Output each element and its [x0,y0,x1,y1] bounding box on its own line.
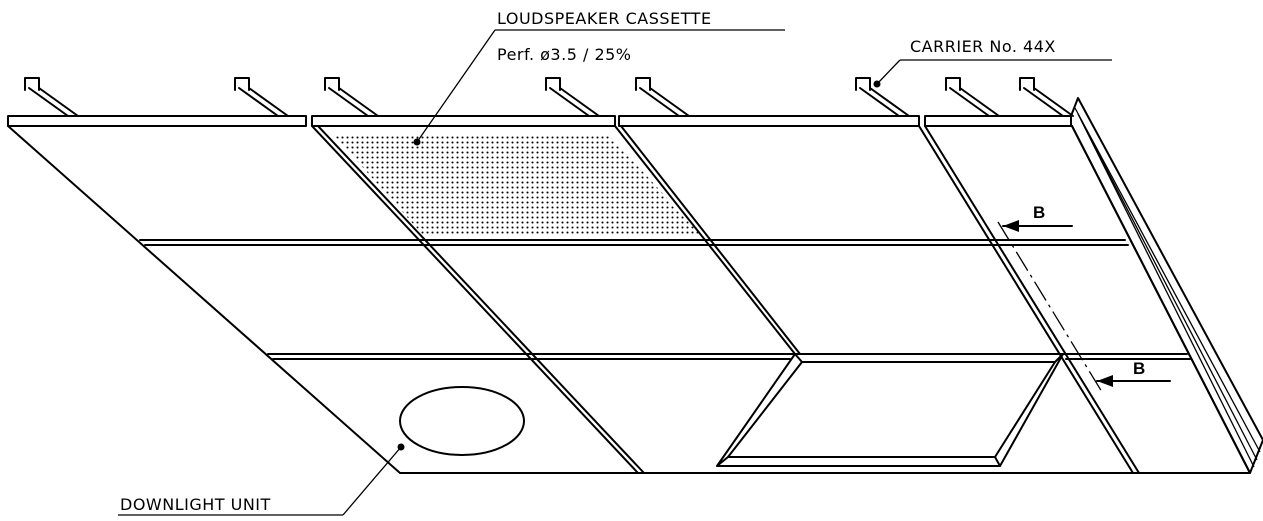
carrier-profile [855,77,910,117]
recessed-opening [716,353,1064,467]
carrier-profiles [24,77,1074,117]
section-label-top: B [1033,203,1045,222]
carrier-profile [324,77,379,117]
leader-carrier [873,59,1112,88]
diagonal-joints [311,125,1140,474]
section-line-b [997,220,1171,393]
side-edge-trim [1070,97,1263,474]
label-perforation: Perf. ø3.5 / 25% [497,45,632,64]
leader-downlight [118,443,405,516]
label-loudspeaker-cassette: LOUDSPEAKER CASSETTE [497,9,712,28]
leader-loudspeaker [413,29,785,146]
perforated-area [333,134,702,236]
label-carrier: CARRIER No. 44X [910,37,1056,56]
carrier-profile [545,77,600,117]
carrier-profile [234,77,289,117]
front-edge-strips [7,115,1072,127]
section-label-bottom: B [1133,359,1145,378]
carrier-profile [635,77,690,117]
carrier-profile [945,77,1000,117]
downlight-ellipse [399,386,525,456]
carrier-profile [1019,77,1074,117]
label-downlight-unit: DOWNLIGHT UNIT [120,495,271,514]
carrier-profile [24,77,79,117]
